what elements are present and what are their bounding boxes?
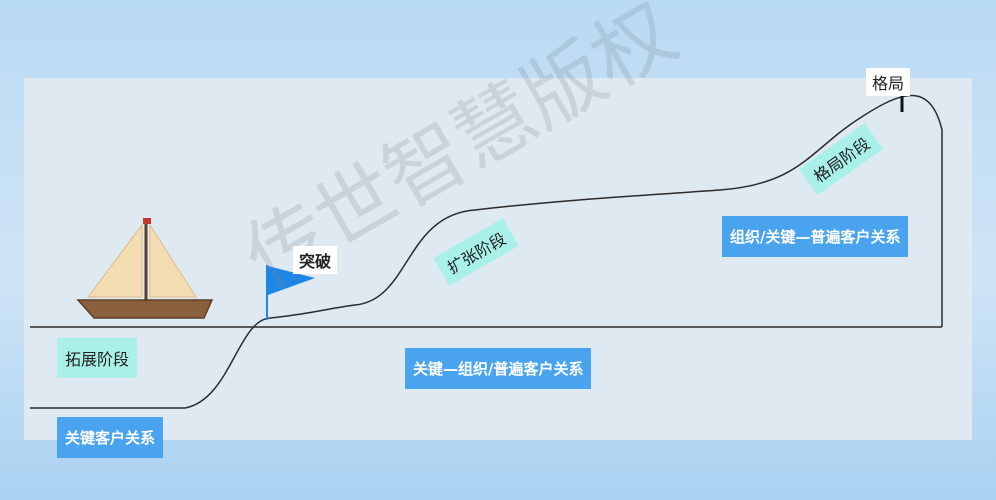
- label-pattern-peak: 格局: [866, 68, 911, 96]
- flag-icon: [266, 265, 315, 320]
- label-relation-2: 关键—组织/普遍客户关系: [405, 348, 592, 389]
- label-start-stage: 拓展阶段: [57, 338, 138, 378]
- label-relation-1: 关键客户关系: [57, 417, 164, 458]
- growth-curve: [30, 94, 943, 409]
- label-breakthrough: 突破: [293, 246, 338, 274]
- label-relation-3: 组织/关键—普遍客户关系: [722, 216, 909, 257]
- sailboat-icon: [76, 218, 214, 319]
